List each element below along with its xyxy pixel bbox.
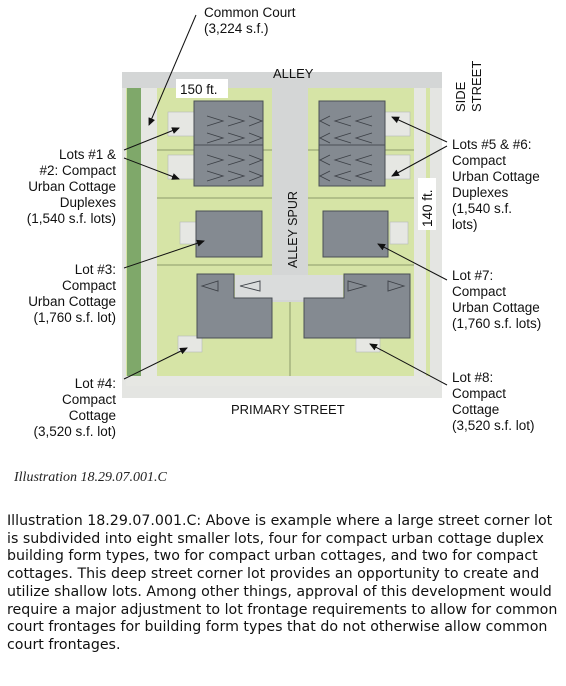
label-line: Lot #7: bbox=[452, 268, 494, 283]
arrow-lot-1 bbox=[123, 127, 180, 151]
illustration-caption: Illustration 18.29.07.001.C bbox=[14, 470, 167, 485]
common-court-planting bbox=[127, 86, 141, 386]
label-lot-3: Lot #3: Compact Urban Cottage (1,760 s.f… bbox=[28, 262, 116, 326]
dim-width-label: 150 ft. bbox=[180, 82, 218, 97]
alley-spur-label: ALLEY SPUR bbox=[286, 191, 300, 268]
site-plan-diagram: 150 ft. 140 ft. ALLEY ALLEY SPUR PRIMARY… bbox=[122, 14, 484, 417]
label-line: Lots #1 & bbox=[58, 147, 116, 162]
label-line: Compact bbox=[452, 153, 507, 168]
label-line: Urban Cottage bbox=[28, 179, 116, 194]
label-lot-8: Lot #8: Compact Cottage (3,520 s.f. lot) bbox=[452, 370, 535, 434]
illustration-description: Illustration 18.29.07.001.C: Above is ex… bbox=[7, 513, 558, 653]
label-line: Common Court bbox=[204, 5, 296, 20]
label-line: (1,540 s.f. bbox=[452, 201, 513, 216]
label-line: (3,520 s.f. lot) bbox=[452, 418, 535, 433]
label-line: #2: Compact bbox=[39, 163, 116, 178]
roof-hatching bbox=[200, 115, 406, 292]
alley-spur-end bbox=[235, 275, 343, 300]
dim-width-bg bbox=[176, 79, 228, 98]
building-lot-5 bbox=[318, 100, 386, 149]
label-line: Compact bbox=[61, 278, 116, 293]
label-line: (1,760 s.f. lot) bbox=[33, 310, 116, 325]
label-lot-7: Lot #7: Compact Urban Cottage (1,760 s.f… bbox=[452, 268, 541, 332]
building-lot-2 bbox=[193, 144, 264, 187]
dim-depth-bg bbox=[418, 178, 436, 230]
label-line: Lot #4: bbox=[74, 376, 116, 391]
label-lots-5-6: Lots #5 & #6: Compact Urban Cottage Dupl… bbox=[452, 137, 540, 233]
common-court-walkway bbox=[141, 86, 157, 386]
arrow-common-court bbox=[148, 14, 197, 126]
label-line: Urban Cottage bbox=[452, 300, 540, 315]
label-line: Lot #3: bbox=[74, 262, 116, 277]
building-lot-6 bbox=[318, 144, 386, 187]
side-street-label: SIDE STREET bbox=[453, 61, 484, 112]
label-line: Compact bbox=[61, 392, 116, 407]
alley-spur bbox=[272, 84, 308, 302]
label-line: Lots #5 & #6: bbox=[452, 137, 532, 152]
building-lot-7 bbox=[322, 210, 389, 258]
primary-street-sidewalk bbox=[126, 376, 430, 386]
label-line: lots) bbox=[452, 217, 478, 232]
label-line: (1,760 s.f. lots) bbox=[452, 316, 542, 331]
primary-street-label: PRIMARY STREET bbox=[231, 402, 345, 417]
arrow-lot-3 bbox=[123, 239, 205, 269]
arrow-lot-2 bbox=[123, 157, 180, 180]
arrow-lot-7 bbox=[377, 243, 448, 281]
callout-arrows bbox=[123, 14, 448, 386]
arrow-lot-6 bbox=[391, 145, 448, 177]
label-line: Cottage bbox=[68, 408, 116, 423]
label-line: Compact bbox=[452, 284, 507, 299]
label-line: Cottage bbox=[452, 402, 500, 417]
dim-depth-label: 140 ft. bbox=[420, 189, 435, 227]
building-lot-1 bbox=[193, 100, 264, 149]
alley-label: ALLEY bbox=[273, 66, 314, 81]
side-street-sidewalk bbox=[414, 86, 426, 386]
label-line: Lot #8: bbox=[452, 370, 494, 385]
label-line: Compact bbox=[452, 386, 507, 401]
label-common-court: Common Court (3,224 s.f.) bbox=[204, 5, 296, 37]
label-line: (1,540 s.f. lots) bbox=[26, 211, 116, 226]
label-lots-1-2: Lots #1 & #2: Compact Urban Cottage Dupl… bbox=[27, 147, 116, 227]
label-line: (3,520 s.f. lot) bbox=[33, 424, 116, 439]
side-street-word-1: SIDE bbox=[453, 81, 468, 112]
arrow-lot-8 bbox=[369, 343, 448, 386]
label-line: Duplexes bbox=[59, 195, 116, 210]
building-lot-3 bbox=[195, 210, 263, 258]
side-street-word-2: STREET bbox=[469, 61, 484, 112]
label-lot-4: Lot #4: Compact Cottage (3,520 s.f. lot) bbox=[33, 376, 116, 440]
label-line: Duplexes bbox=[452, 185, 509, 200]
label-line: (3,224 s.f.) bbox=[204, 21, 269, 36]
label-line: Urban Cottage bbox=[452, 169, 540, 184]
building-lot-8 bbox=[303, 273, 411, 339]
arrow-lot-5 bbox=[391, 116, 448, 143]
arrow-lot-4 bbox=[123, 347, 188, 380]
label-line: Urban Cottage bbox=[28, 294, 116, 309]
